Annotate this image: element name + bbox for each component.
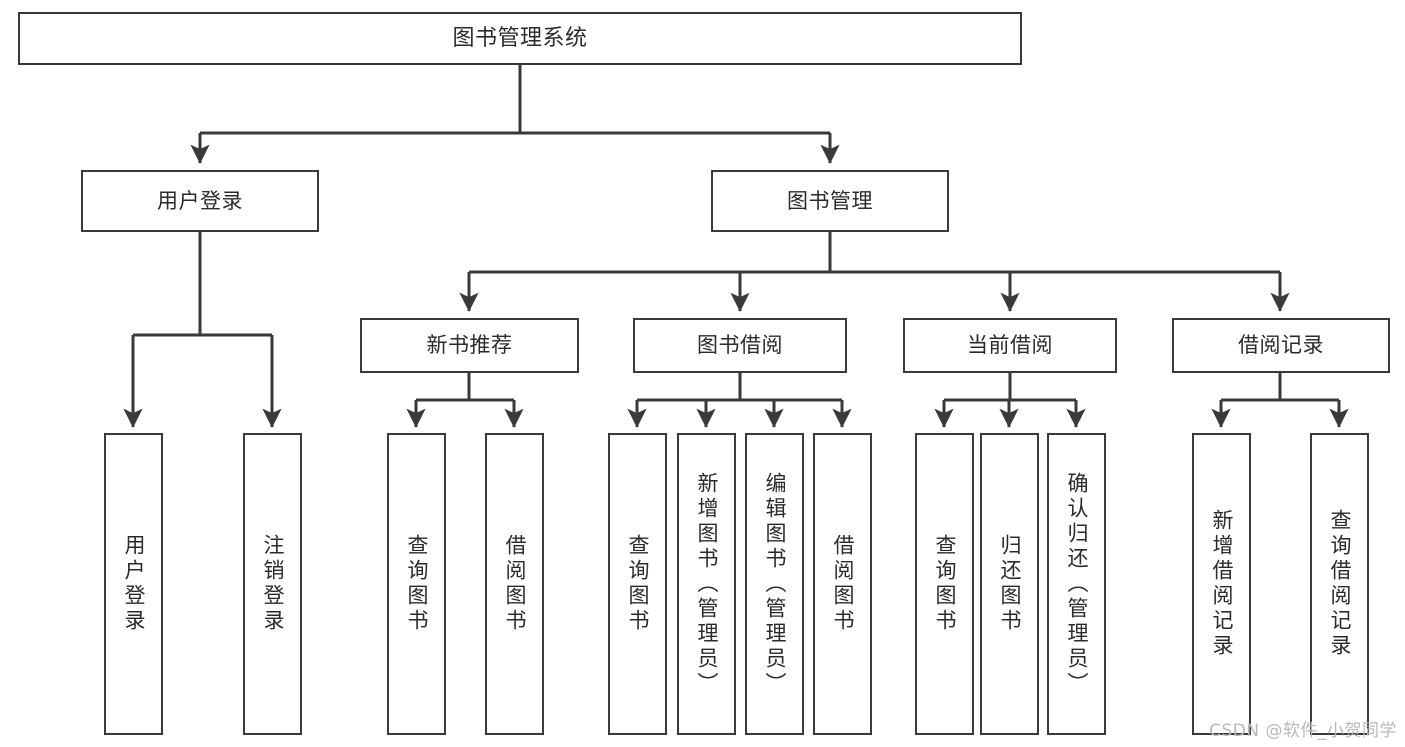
node-label: 查询借阅记录 [1328, 509, 1352, 659]
node-new-book-recommend[interactable]: 新书推荐 [360, 318, 579, 373]
node-label: 新增借阅记录 [1210, 509, 1234, 659]
leaf-query-book-borrow[interactable]: 查询图书 [608, 433, 667, 735]
node-label: 借阅图书 [503, 534, 527, 634]
node-current-borrow[interactable]: 当前借阅 [903, 318, 1117, 373]
leaf-edit-book-admin[interactable]: 编辑图书（管理员） [745, 433, 804, 735]
node-user-login[interactable]: 用户登录 [81, 170, 319, 232]
leaf-return-book[interactable]: 归还图书 [980, 433, 1039, 735]
leaf-query-book-current[interactable]: 查询图书 [915, 433, 974, 735]
node-label: 当前借阅 [967, 333, 1053, 358]
node-label: 编辑图书（管理员） [763, 471, 787, 697]
leaf-user-login[interactable]: 用户登录 [104, 433, 163, 735]
leaf-add-book-admin[interactable]: 新增图书（管理员） [677, 433, 736, 735]
node-label: 新增图书（管理员） [695, 471, 719, 697]
node-borrow-record[interactable]: 借阅记录 [1172, 318, 1390, 373]
node-label: 查询图书 [405, 534, 429, 634]
node-label: 归还图书 [998, 534, 1022, 634]
node-label: 查询图书 [933, 534, 957, 634]
node-label: 借阅记录 [1238, 333, 1324, 358]
node-label: 图书管理系统 [452, 25, 588, 51]
node-label: 图书借阅 [697, 333, 783, 358]
node-book-borrow[interactable]: 图书借阅 [633, 318, 847, 373]
node-root-book-management-system[interactable]: 图书管理系统 [18, 12, 1022, 65]
node-label: 图书管理 [787, 188, 873, 213]
node-book-management[interactable]: 图书管理 [711, 170, 949, 232]
node-label: 确认归还（管理员） [1065, 471, 1089, 697]
leaf-borrow-book-newbook[interactable]: 借阅图书 [485, 433, 544, 735]
node-label: 借阅图书 [831, 534, 855, 634]
leaf-query-book-newbook[interactable]: 查询图书 [387, 433, 446, 735]
leaf-query-borrow-record[interactable]: 查询借阅记录 [1310, 433, 1369, 735]
node-label: 注销登录 [261, 534, 285, 634]
leaf-borrow-book[interactable]: 借阅图书 [813, 433, 872, 735]
node-label: 用户登录 [122, 534, 146, 634]
node-label: 查询图书 [626, 534, 650, 634]
node-label: 新书推荐 [426, 333, 513, 358]
leaf-add-borrow-record[interactable]: 新增借阅记录 [1192, 433, 1251, 735]
leaf-confirm-return-admin[interactable]: 确认归还（管理员） [1047, 433, 1106, 735]
leaf-logout[interactable]: 注销登录 [243, 433, 302, 735]
node-label: 用户登录 [157, 188, 243, 213]
